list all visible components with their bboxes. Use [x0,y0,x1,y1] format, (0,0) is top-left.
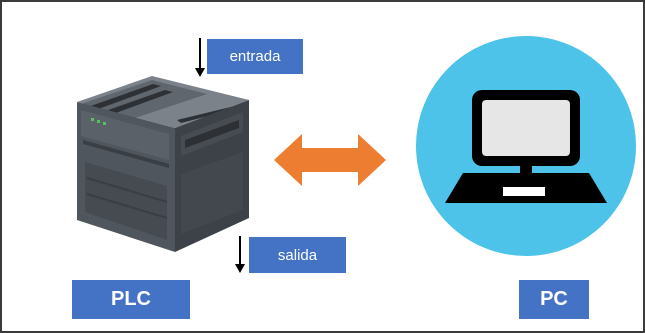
pc-label: PC [519,280,589,319]
input-arrow-icon [195,38,205,77]
output-arrow-icon [235,236,245,273]
entrada-label: entrada [207,39,303,74]
salida-label: salida [249,237,346,273]
plc-device-icon [77,76,249,252]
double-arrow-icon [274,134,386,186]
plc-label: PLC [72,280,190,319]
laptop-icon [416,36,636,256]
